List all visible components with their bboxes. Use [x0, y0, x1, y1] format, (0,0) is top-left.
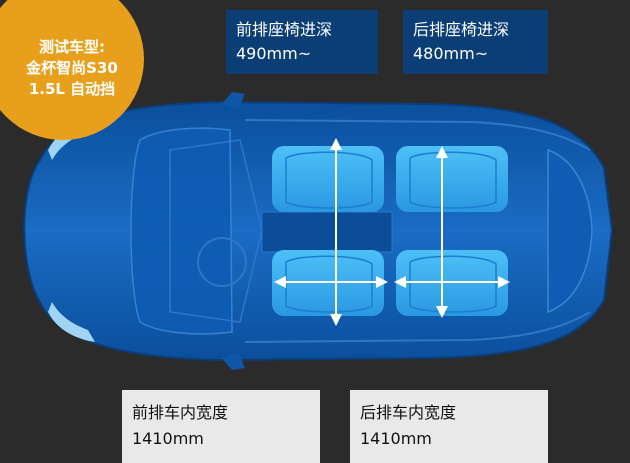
windshield — [130, 127, 233, 335]
left-mirror — [222, 92, 245, 110]
rear-seat-depth-label: 后排座椅进深 480mm~ — [403, 10, 548, 74]
rear-depth-value: 480mm~ — [413, 44, 489, 63]
steering-wheel — [197, 237, 247, 287]
seat-outline-fl — [285, 151, 373, 209]
front-width-title: 前排车内宽度 — [132, 403, 229, 422]
rear-width-arrow — [394, 276, 510, 288]
side-window-bottom — [244, 311, 591, 343]
badge-line-3: 1.5L 自动挡 — [28, 79, 116, 98]
headlight-bottom — [48, 302, 95, 342]
seat-outline-rr — [409, 255, 497, 313]
dashboard — [169, 139, 263, 323]
front-depth-arrow — [330, 138, 342, 326]
center-console — [261, 211, 393, 253]
right-mirror — [222, 352, 245, 370]
front-interior-width-label: 前排车内宽度 1410mm — [122, 390, 320, 463]
front-width-value: 1410mm — [132, 429, 204, 448]
rear-width-title: 后排车内宽度 — [360, 403, 457, 422]
front-depth-title: 前排座椅进深 — [236, 20, 333, 39]
seat-rear-left — [396, 146, 508, 212]
badge-line-1: 测试车型: — [39, 37, 105, 56]
seat-front-left — [272, 146, 384, 212]
rear-depth-title: 后排座椅进深 — [413, 20, 510, 39]
seat-outline-fr — [285, 255, 373, 313]
front-depth-value: 490mm~ — [236, 44, 312, 63]
front-seat-depth-label: 前排座椅进深 490mm~ — [226, 10, 378, 74]
side-window-top — [244, 119, 591, 151]
rear-window — [547, 148, 593, 314]
front-width-arrow — [274, 276, 388, 288]
seat-outline-rl — [409, 151, 497, 209]
rear-depth-arrow — [436, 146, 448, 318]
rear-interior-width-label: 后排车内宽度 1410mm — [350, 390, 548, 463]
rear-width-value: 1410mm — [360, 429, 432, 448]
badge-line-2: 金杯智尚S30 — [26, 58, 118, 77]
